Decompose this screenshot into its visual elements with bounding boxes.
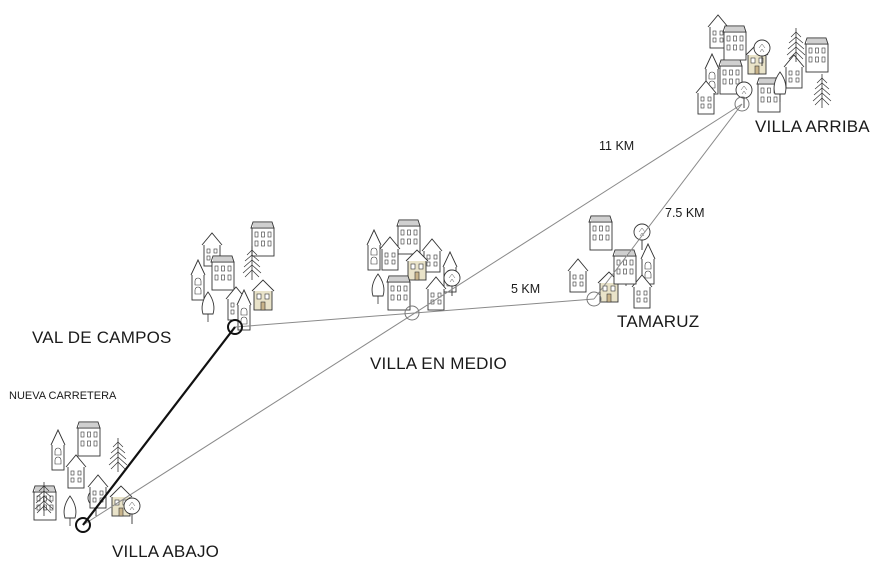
distance-medio-arriba: 11 KM bbox=[599, 139, 635, 153]
distance-medio-tamaruz: 5 KM bbox=[511, 282, 541, 296]
village-illustration-val-de-campos bbox=[190, 221, 275, 331]
marker-val-de-campos bbox=[227, 319, 243, 335]
road-abajo-arriba bbox=[82, 103, 743, 526]
marker-tamaruz bbox=[586, 291, 602, 307]
marker-villa-en-medio bbox=[404, 305, 420, 321]
label-tamaruz: TAMARUZ bbox=[617, 312, 700, 331]
road-val-tamaruz bbox=[234, 298, 595, 328]
marker-villa-arriba bbox=[734, 96, 750, 112]
village-illustration-tamaruz bbox=[567, 215, 656, 309]
village-illustration-villa-abajo bbox=[32, 421, 141, 527]
label-new-road: NUEVA CARRETERA bbox=[9, 390, 117, 402]
label-villa-en-medio: VILLA EN MEDIO bbox=[370, 354, 507, 373]
village-illustration-villa-arriba bbox=[695, 14, 832, 115]
distance-tamaruz-arriba: 7.5 KM bbox=[665, 206, 705, 220]
road-tamaruz-arriba bbox=[593, 103, 743, 300]
road-network bbox=[82, 103, 743, 526]
label-villa-arriba: VILLA ARRIBA bbox=[755, 117, 870, 136]
new-road-line bbox=[82, 326, 236, 526]
marker-villa-abajo bbox=[75, 517, 91, 533]
town-markers bbox=[75, 96, 750, 533]
village-illustration-villa-en-medio bbox=[366, 219, 461, 311]
label-val-de-campos: VAL DE CAMPOS bbox=[32, 328, 172, 347]
label-villa-abajo: VILLA ABAJO bbox=[112, 542, 220, 561]
